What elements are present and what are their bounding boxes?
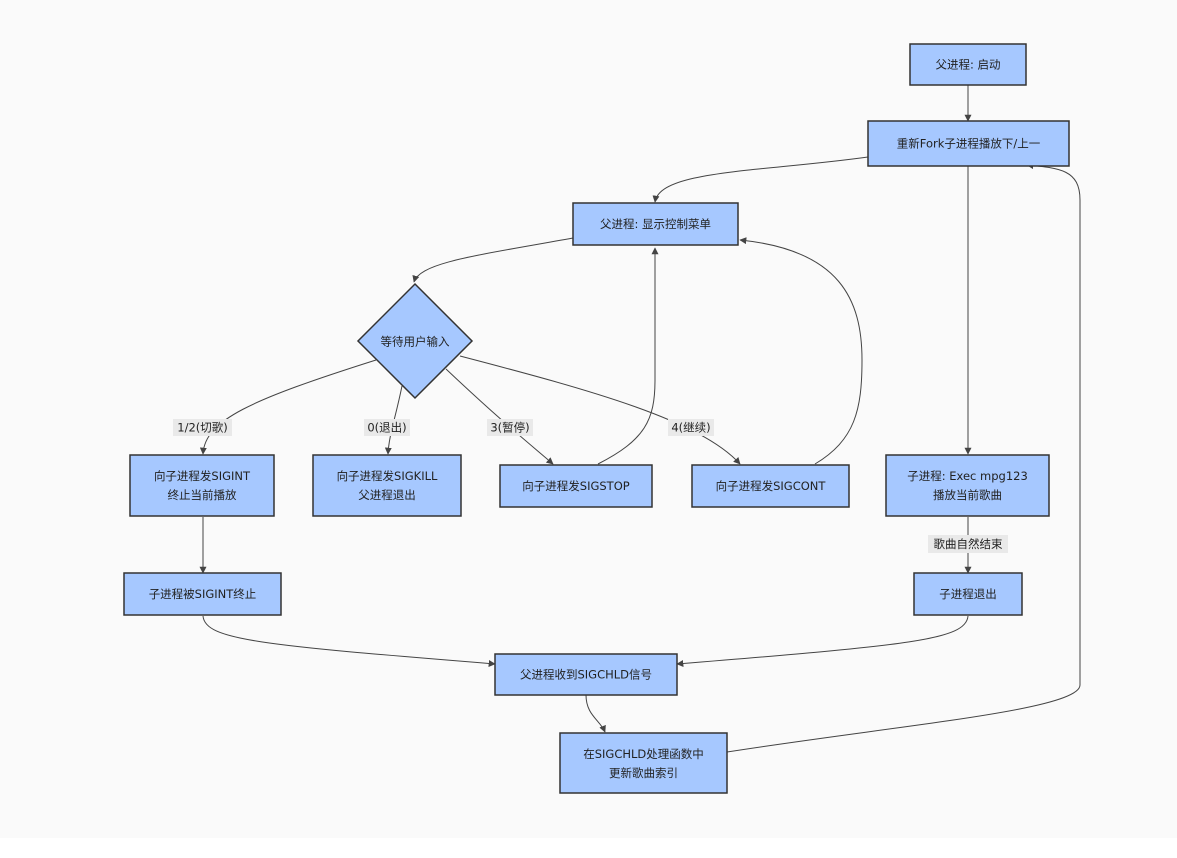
edge-label-pause: 3(暂停) xyxy=(487,419,533,436)
edge-label-song-ends: 歌曲自然结束 xyxy=(928,535,1008,553)
svg-text:重新Fork子进程播放下/上一: 重新Fork子进程播放下/上一 xyxy=(897,137,1041,151)
svg-text:在SIGCHLD处理函数中: 在SIGCHLD处理函数中 xyxy=(583,747,704,761)
edge-label-quit: 0(退出) xyxy=(364,419,410,436)
edge-menu-to-wait xyxy=(412,237,574,283)
edge-label-switch-song: 1/2(切歌) xyxy=(173,419,232,436)
flowchart-diagram: 1/2(切歌) 0(退出) 3(暂停) 4(继续) 歌曲自然结束 父进程: 启动… xyxy=(123,43,1081,794)
edge-child-exit-to-sigchld xyxy=(676,615,969,667)
svg-text:向子进程发SIGCONT: 向子进程发SIGCONT xyxy=(716,479,827,493)
svg-text:子进程: Exec mpg123: 子进程: Exec mpg123 xyxy=(907,469,1028,483)
svg-text:4(继续): 4(继续) xyxy=(671,421,710,435)
svg-text:向子进程发SIGINT: 向子进程发SIGINT xyxy=(154,469,251,483)
svg-text:0(退出): 0(退出) xyxy=(367,421,406,435)
svg-text:歌曲自然结束: 歌曲自然结束 xyxy=(934,537,1003,551)
svg-text:子进程被SIGINT终止: 子进程被SIGINT终止 xyxy=(149,587,257,601)
edge-child-killed-to-sigchld xyxy=(202,615,496,667)
edge-refork-to-menu xyxy=(652,156,869,203)
svg-text:父进程退出: 父进程退出 xyxy=(358,488,416,502)
edge-update-to-refork xyxy=(726,162,1081,753)
node-parent-start: 父进程: 启动 xyxy=(909,43,1027,86)
flowchart-canvas: 1/2(切歌) 0(退出) 3(暂停) 4(继续) 歌曲自然结束 父进程: 启动… xyxy=(123,43,1081,794)
svg-text:向子进程发SIGKILL: 向子进程发SIGKILL xyxy=(337,469,438,483)
svg-text:3(暂停): 3(暂停) xyxy=(490,421,529,435)
node-child-exit: 子进程退出 xyxy=(913,572,1023,616)
edge-label-resume: 4(继续) xyxy=(668,419,714,436)
node-recv-sigchld: 父进程收到SIGCHLD信号 xyxy=(494,653,678,696)
node-refork-child: 重新Fork子进程播放下/上一 xyxy=(867,120,1070,167)
node-send-sigstop: 向子进程发SIGSTOP xyxy=(499,464,653,508)
node-send-sigcont: 向子进程发SIGCONT xyxy=(691,464,850,508)
svg-text:播放当前歌曲: 播放当前歌曲 xyxy=(933,488,1002,502)
node-send-sigkill: 向子进程发SIGKILL 父进程退出 xyxy=(312,454,462,517)
node-wait-input: 等待用户输入 xyxy=(356,282,474,400)
node-send-sigint: 向子进程发SIGINT 终止当前播放 xyxy=(129,454,275,517)
node-child-killed: 子进程被SIGINT终止 xyxy=(123,572,282,616)
svg-text:1/2(切歌): 1/2(切歌) xyxy=(177,421,227,435)
svg-text:父进程收到SIGCHLD信号: 父进程收到SIGCHLD信号 xyxy=(520,668,652,682)
svg-text:向子进程发SIGSTOP: 向子进程发SIGSTOP xyxy=(522,479,629,493)
edge-wait-to-sigstop xyxy=(445,368,554,465)
node-show-menu: 父进程: 显示控制菜单 xyxy=(572,202,739,246)
edge-sigstop-to-menu xyxy=(597,247,659,465)
edge-sigcont-to-menu xyxy=(739,237,863,465)
svg-text:更新歌曲索引: 更新歌曲索引 xyxy=(609,766,678,780)
edge-wait-to-sigint xyxy=(199,359,377,455)
edge-wait-to-sigcont xyxy=(459,355,741,465)
node-update-index: 在SIGCHLD处理函数中 更新歌曲索引 xyxy=(559,732,728,794)
svg-text:等待用户输入: 等待用户输入 xyxy=(381,335,450,349)
svg-text:父进程: 显示控制菜单: 父进程: 显示控制菜单 xyxy=(600,217,711,231)
svg-text:终止当前播放: 终止当前播放 xyxy=(168,488,237,502)
edge-sigchld-to-update xyxy=(585,694,606,733)
svg-text:子进程退出: 子进程退出 xyxy=(939,587,997,601)
svg-text:父进程: 启动: 父进程: 启动 xyxy=(935,58,1000,72)
node-child-exec: 子进程: Exec mpg123 播放当前歌曲 xyxy=(885,454,1050,517)
